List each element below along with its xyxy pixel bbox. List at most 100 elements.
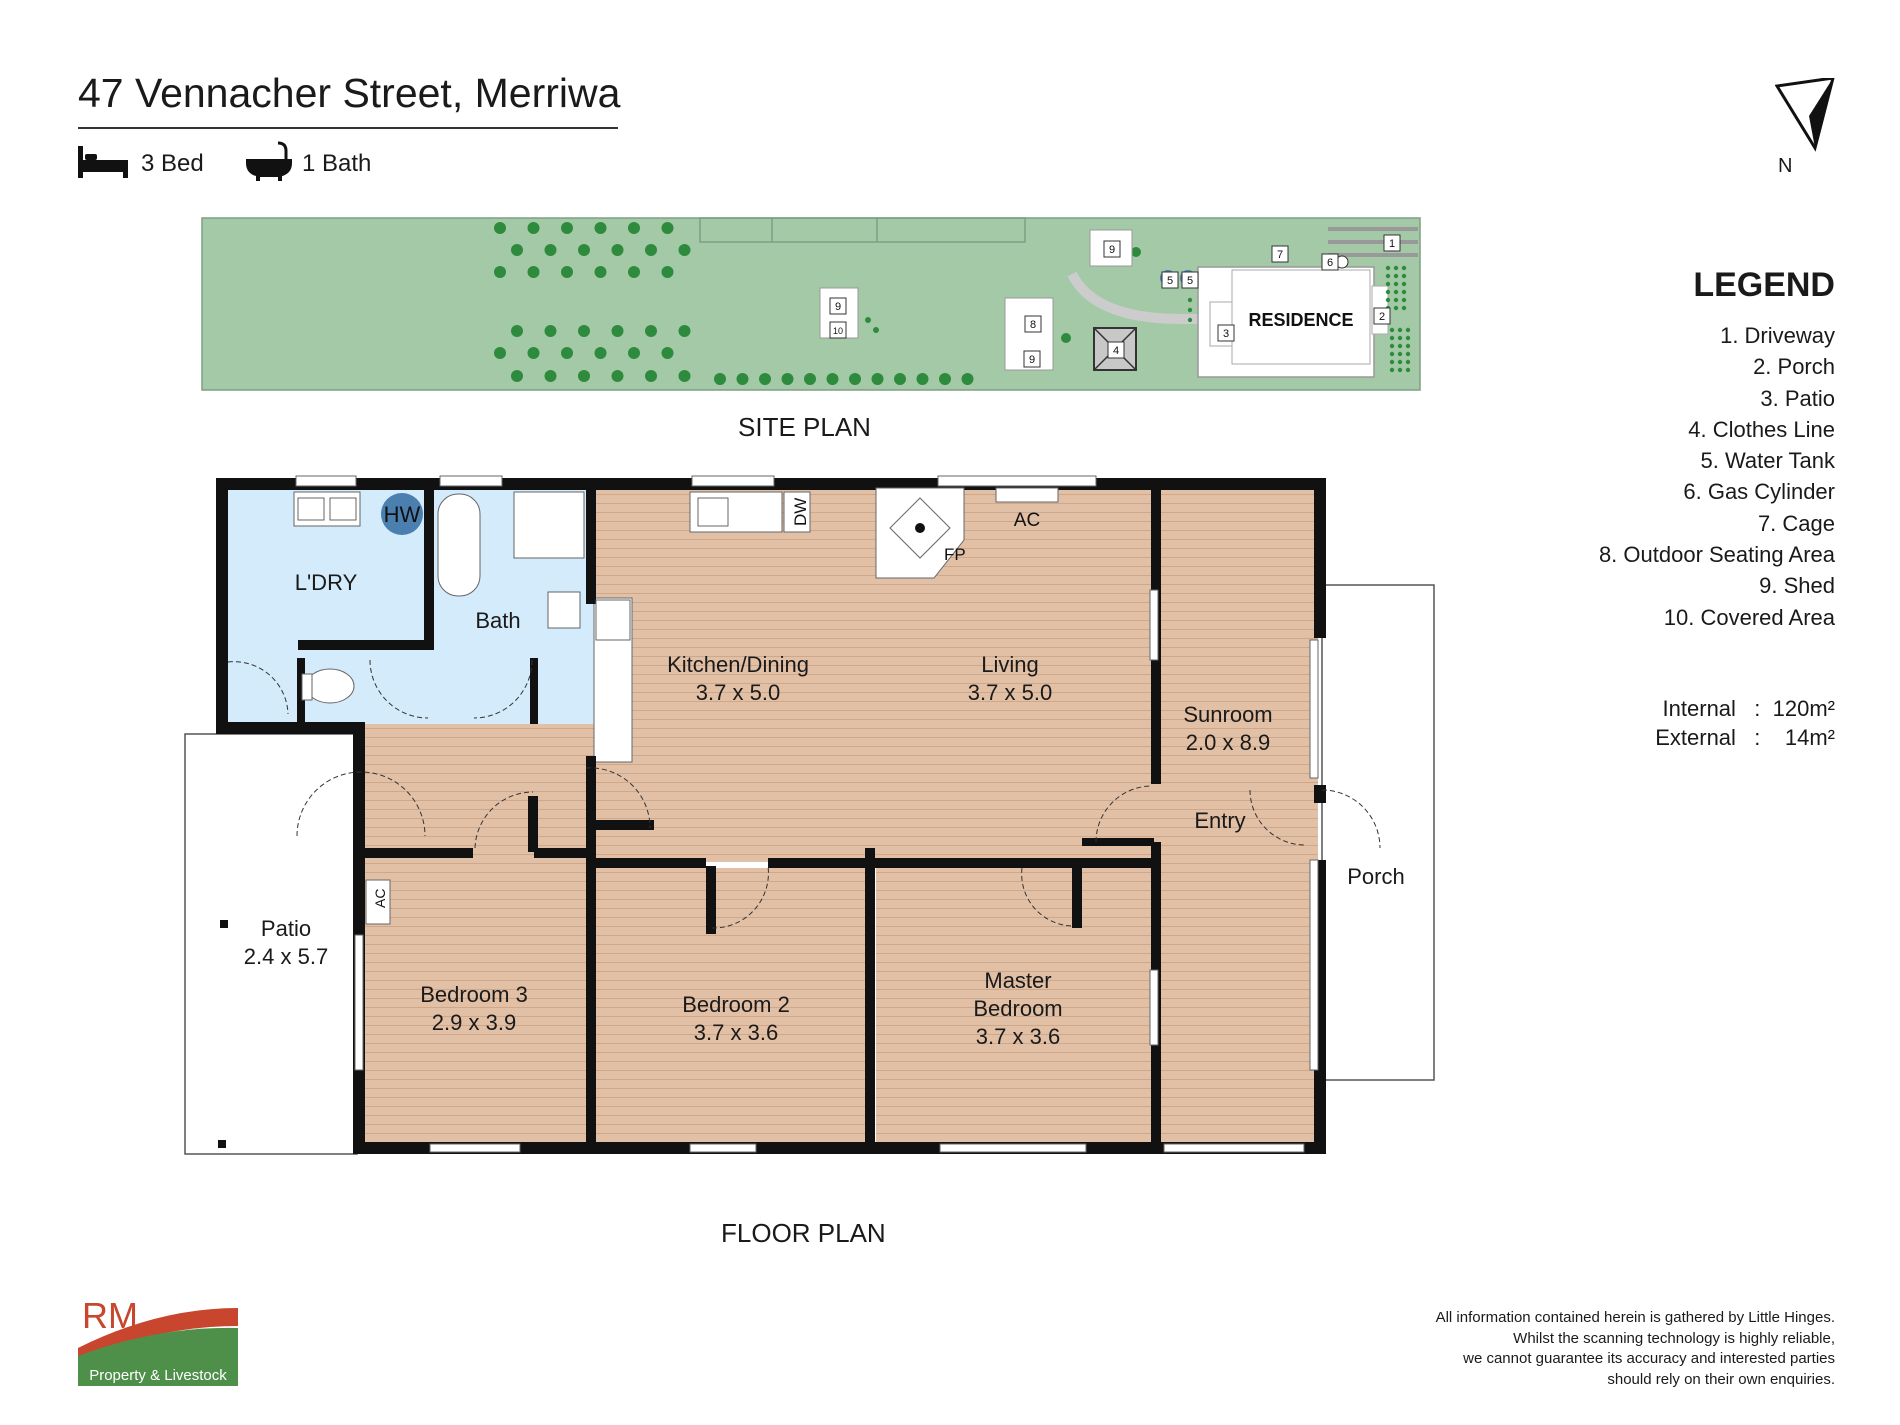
room-kitchen-name: Kitchen/Dining [667, 652, 809, 677]
tree [1389, 359, 1395, 365]
legend-item: 7. Cage [1757, 510, 1835, 536]
tree [1187, 297, 1193, 303]
site-marker: 4 [1107, 341, 1125, 359]
room-sunroom-name: Sunroom [1183, 702, 1272, 727]
svg-text:4: 4 [1113, 345, 1119, 357]
svg-text:9: 9 [1029, 354, 1035, 366]
external-area-value: 14m² [1784, 725, 1835, 750]
tree [494, 222, 506, 234]
tree [578, 325, 590, 337]
disclaimer-line: All information contained herein is gath… [1435, 1309, 1835, 1326]
room-bedroom2-dims: 3.7 x 3.6 [694, 1020, 778, 1045]
tree [1397, 327, 1403, 333]
tree [961, 373, 974, 385]
company-logo: RM Property & Livestock [78, 1288, 238, 1386]
tree [1389, 343, 1395, 349]
tree [1397, 359, 1403, 365]
legend-item: 2. Porch [1753, 354, 1835, 380]
room-laundry: L'DRY [295, 570, 358, 595]
hedge [1187, 265, 1411, 373]
tree [645, 244, 657, 256]
tree [645, 325, 657, 337]
room-bedroom3-name: Bedroom 3 [420, 982, 528, 1007]
tree [1405, 343, 1411, 349]
legend-item: 6. Gas Cylinder [1683, 479, 1835, 505]
legend-item: 1. Driveway [1720, 323, 1835, 348]
room-entry: Entry [1194, 808, 1245, 833]
site-plan-title: SITE PLAN [738, 412, 871, 442]
tree [1401, 265, 1407, 271]
legend-title: LEGEND [1693, 266, 1835, 304]
tree [1393, 297, 1399, 303]
tree [511, 244, 523, 256]
hot-water-label: HW [384, 502, 421, 527]
site-marker: 10 [829, 321, 847, 339]
tree [544, 325, 557, 337]
site-fence [699, 217, 1026, 243]
tree [645, 370, 657, 382]
room-kitchen-dims: 3.7 x 5.0 [696, 680, 780, 705]
tree [1385, 281, 1391, 287]
tree [511, 370, 523, 382]
room-patio-name: Patio [261, 916, 311, 941]
fixtures: HW DW FP AC AC [218, 487, 1059, 1148]
tree [939, 373, 951, 385]
tree [561, 347, 573, 359]
room-patio-dims: 2.4 x 5.7 [244, 944, 328, 969]
tree [1389, 367, 1395, 373]
tree [1061, 333, 1071, 343]
svg-text:8: 8 [1030, 319, 1036, 331]
tree [494, 347, 506, 359]
tree [1187, 307, 1193, 313]
external-area-label: External [1655, 725, 1736, 750]
vanity [547, 591, 581, 629]
legend-item: 9. Shed [1759, 573, 1835, 599]
room-porch: Porch [1347, 864, 1404, 889]
tree [849, 373, 861, 385]
tree [1401, 305, 1407, 311]
tree [1405, 335, 1411, 341]
tree [736, 373, 749, 385]
dishwasher [783, 491, 811, 533]
room-master-dims: 3.7 x 3.6 [976, 1024, 1060, 1049]
windows [295, 475, 1319, 1153]
shower [513, 491, 585, 559]
tree [1401, 297, 1407, 303]
tree [1385, 289, 1391, 295]
tree [661, 266, 674, 278]
tree [714, 373, 726, 385]
tree [781, 373, 794, 385]
tree [1397, 367, 1403, 373]
tree [628, 266, 640, 278]
bed-icon [78, 146, 128, 178]
tree [628, 347, 640, 359]
tree [916, 373, 929, 385]
master-floor [876, 868, 1154, 1150]
bath-count: 1 Bath [302, 150, 372, 177]
tree [1389, 327, 1395, 333]
svg-text:3: 3 [1223, 328, 1229, 340]
tree [678, 370, 691, 382]
site-marker: 6 [1321, 253, 1339, 271]
svg-text:9: 9 [1109, 244, 1115, 256]
tree [1385, 273, 1391, 279]
laundry-tub [293, 491, 361, 527]
cooktop [595, 599, 631, 641]
tree [1405, 359, 1411, 365]
dishwasher-label: DW [791, 498, 810, 526]
tree [826, 373, 839, 385]
tree [759, 373, 771, 385]
legend-item: 5. Water Tank [1700, 448, 1835, 474]
tree [611, 325, 624, 337]
site-marker: 5 [1161, 271, 1179, 289]
orchard-trees [494, 222, 1141, 385]
internal-area-label: Internal [1662, 696, 1736, 721]
bedroom2-floor [594, 868, 870, 1150]
room-living-name: Living [981, 652, 1038, 677]
site-marker: 8 [1024, 315, 1042, 333]
title-underline [78, 127, 618, 129]
tree [1401, 289, 1407, 295]
door-swings [227, 659, 1381, 929]
tree [611, 244, 624, 256]
